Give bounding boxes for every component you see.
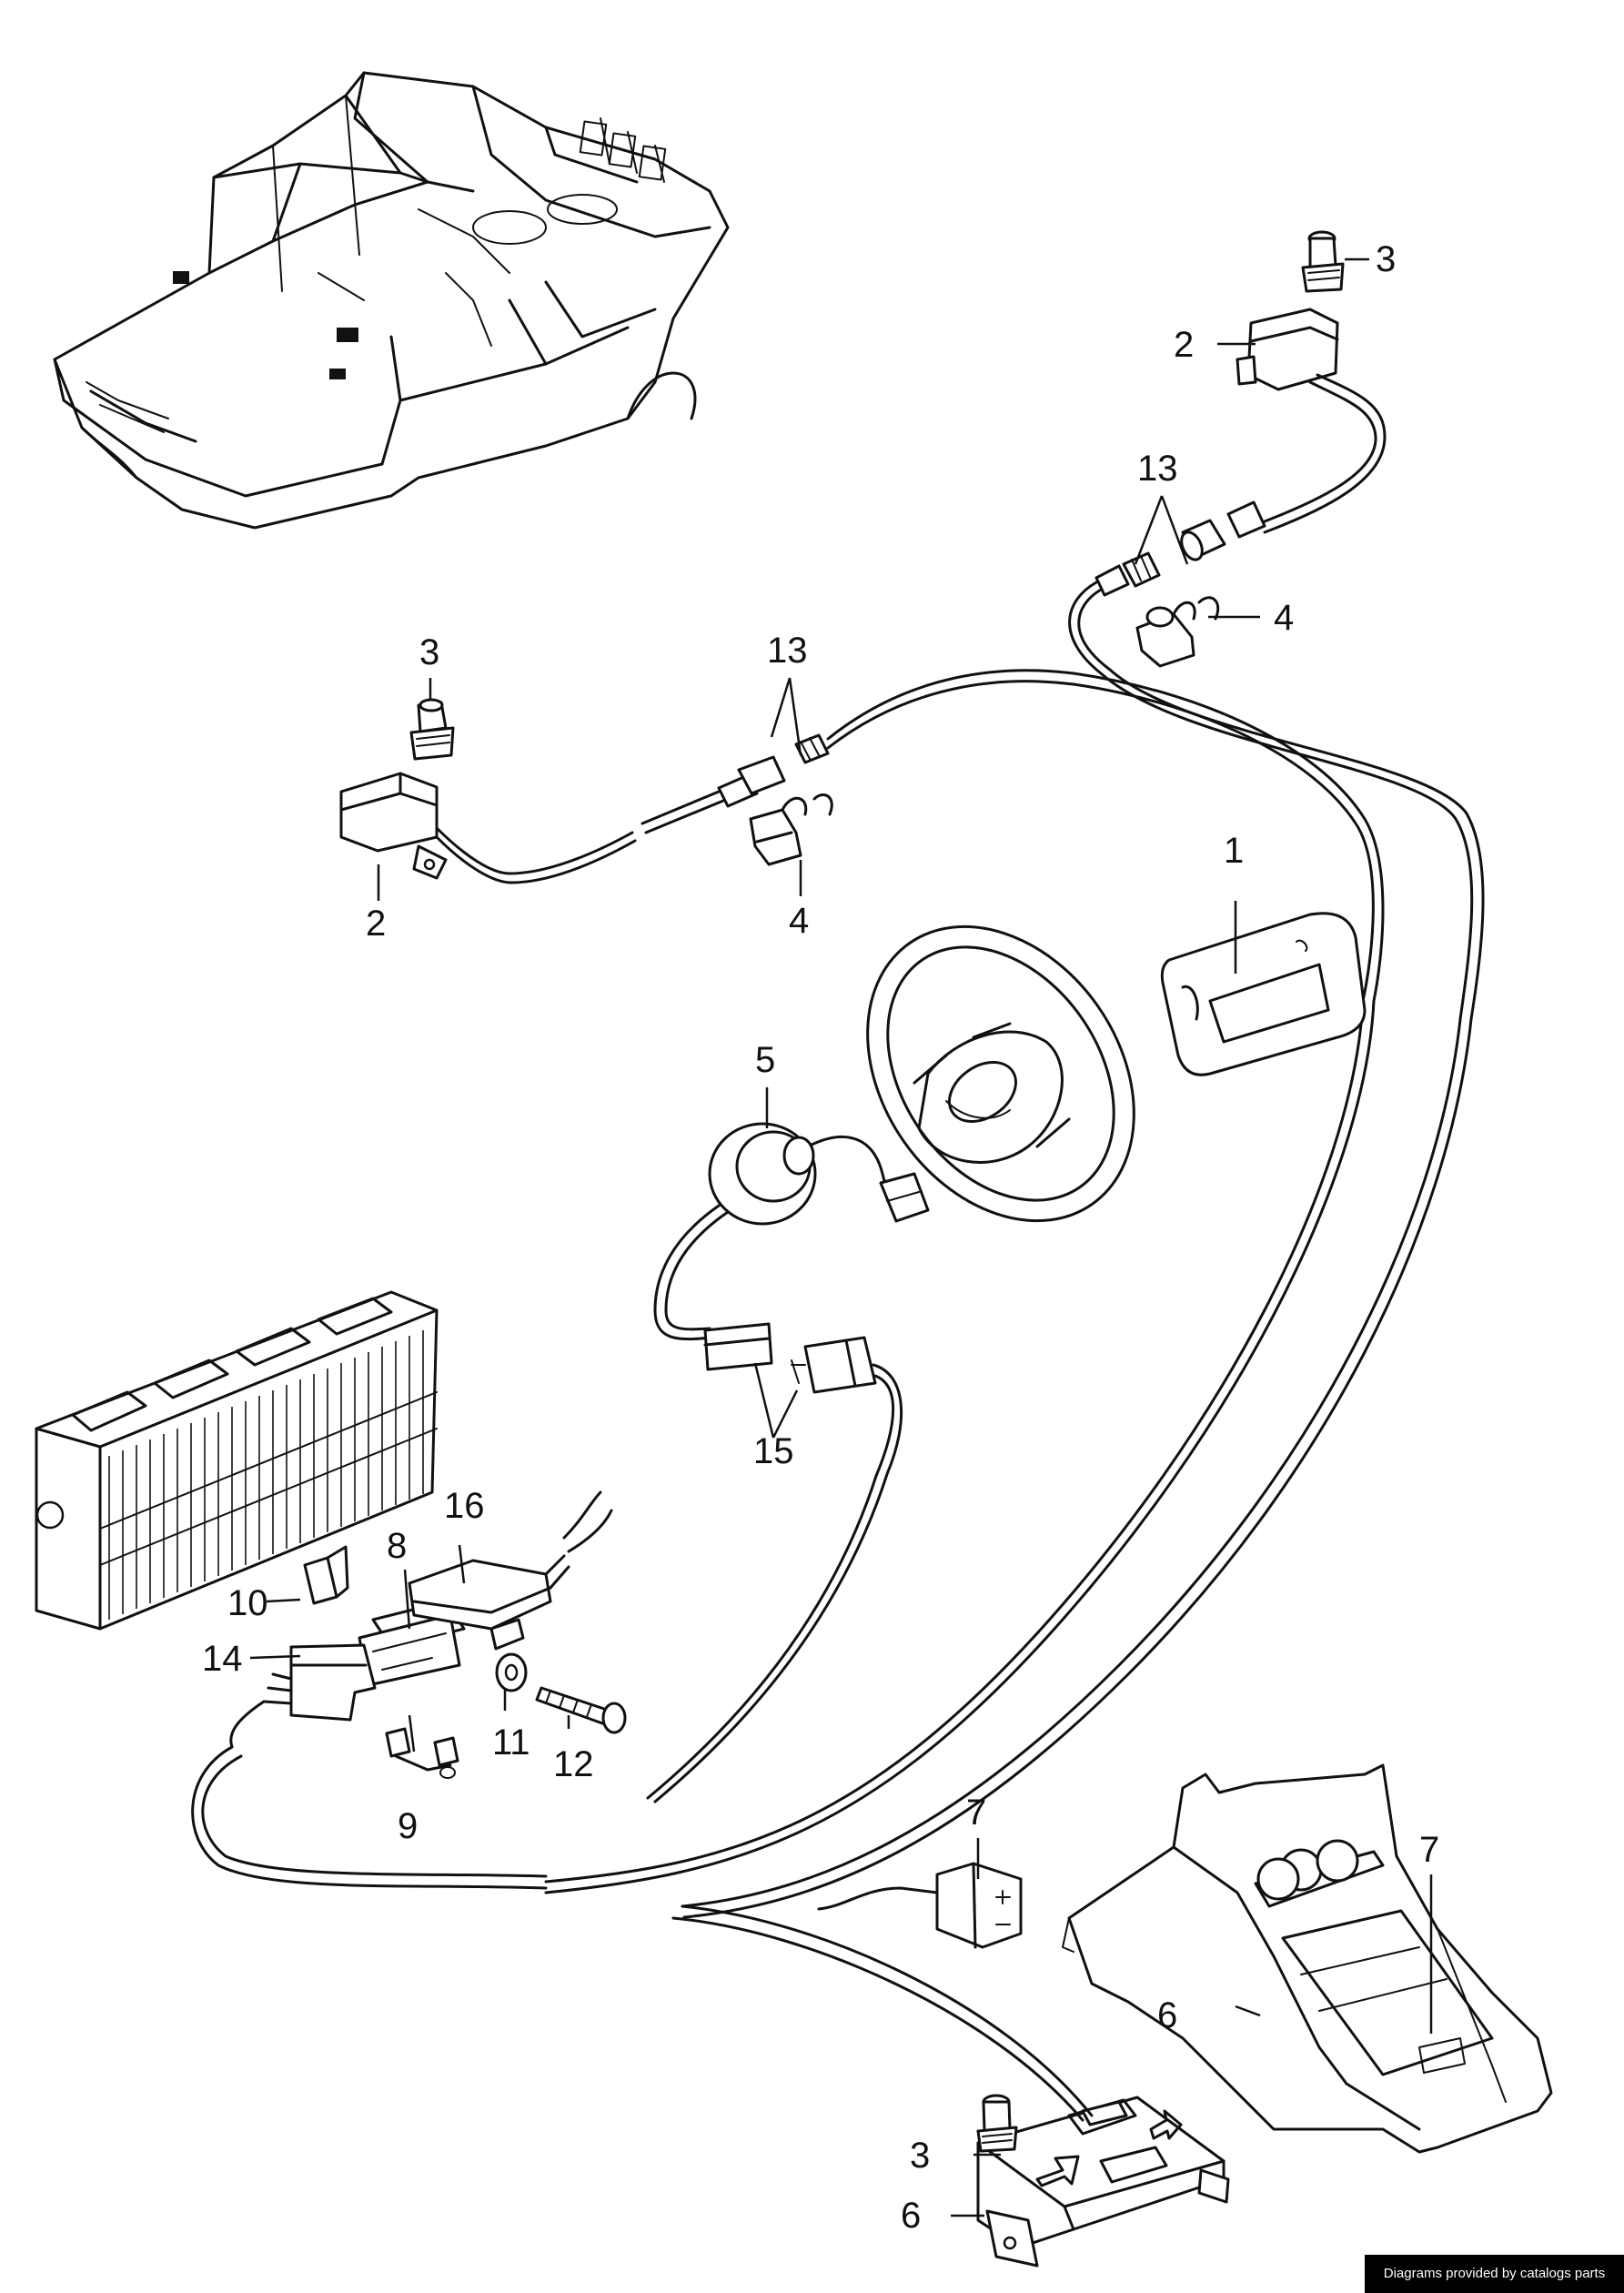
connectors-15 — [646, 1322, 903, 1803]
airbag-module-1 — [1160, 912, 1367, 1076]
callout-3: 3 — [910, 2136, 930, 2176]
control-unit-6 — [671, 1904, 1230, 2268]
connector-7-lower — [817, 1862, 1023, 1949]
callout-4: 4 — [1274, 598, 1294, 638]
connector-14 — [191, 1643, 548, 1890]
clip-4-center — [749, 793, 833, 866]
callout-2: 2 — [366, 904, 386, 944]
screw-12 — [535, 1686, 627, 1734]
harness-right-long — [544, 999, 1473, 1919]
callout-1: 1 — [1224, 831, 1244, 871]
washer-11 — [495, 1652, 528, 1692]
callout-14: 14 — [202, 1639, 243, 1679]
relay-board — [35, 1290, 439, 1631]
callout-3: 3 — [1376, 239, 1396, 279]
clips-9 — [385, 1727, 459, 1779]
callout-4: 4 — [789, 901, 809, 941]
callout-10: 10 — [227, 1583, 268, 1623]
sensor-unit-left — [339, 772, 637, 884]
screw-3-bottom — [976, 2094, 1018, 2153]
clip-4-right — [1135, 596, 1220, 668]
callout-11: 11 — [492, 1722, 530, 1763]
callout-13: 13 — [767, 631, 808, 671]
callout-12: 12 — [553, 1744, 594, 1784]
callout-13: 13 — [1137, 449, 1178, 489]
screw-3-top-right — [1301, 230, 1345, 293]
callout-3: 3 — [419, 632, 439, 672]
credit-label: Diagrams provided by catalogs parts — [1365, 2255, 1624, 2293]
callout-7: 7 — [1419, 1830, 1439, 1870]
car-body-illustration — [53, 71, 730, 530]
screw-3-left — [409, 698, 455, 761]
steering-wheel — [866, 924, 1135, 1223]
harness-center — [641, 669, 1385, 1003]
callout-5: 5 — [755, 1040, 775, 1080]
clock-spring-5 — [653, 1122, 930, 1341]
center-console-6 — [1062, 1763, 1553, 2154]
callout-leaders — [249, 258, 1433, 2217]
callout-15: 15 — [753, 1431, 794, 1471]
callout-2: 2 — [1174, 325, 1194, 365]
callout-16: 16 — [444, 1486, 485, 1526]
callout-9: 9 — [398, 1806, 418, 1846]
callout-8: 8 — [387, 1526, 407, 1566]
callout-6: 6 — [1157, 1995, 1177, 2035]
callout-6: 6 — [901, 2196, 921, 2236]
sensor-unit-right — [1236, 308, 1387, 534]
connector-13-right — [1068, 500, 1485, 1021]
connector-16 — [408, 1490, 613, 1651]
bracket-10 — [303, 1545, 349, 1605]
callout-numbers: 1 2 2 3 3 3 4 4 5 6 6 7 7 8 9 10 11 12 1… — [202, 239, 1439, 2236]
callout-7: 7 — [966, 1793, 986, 1833]
